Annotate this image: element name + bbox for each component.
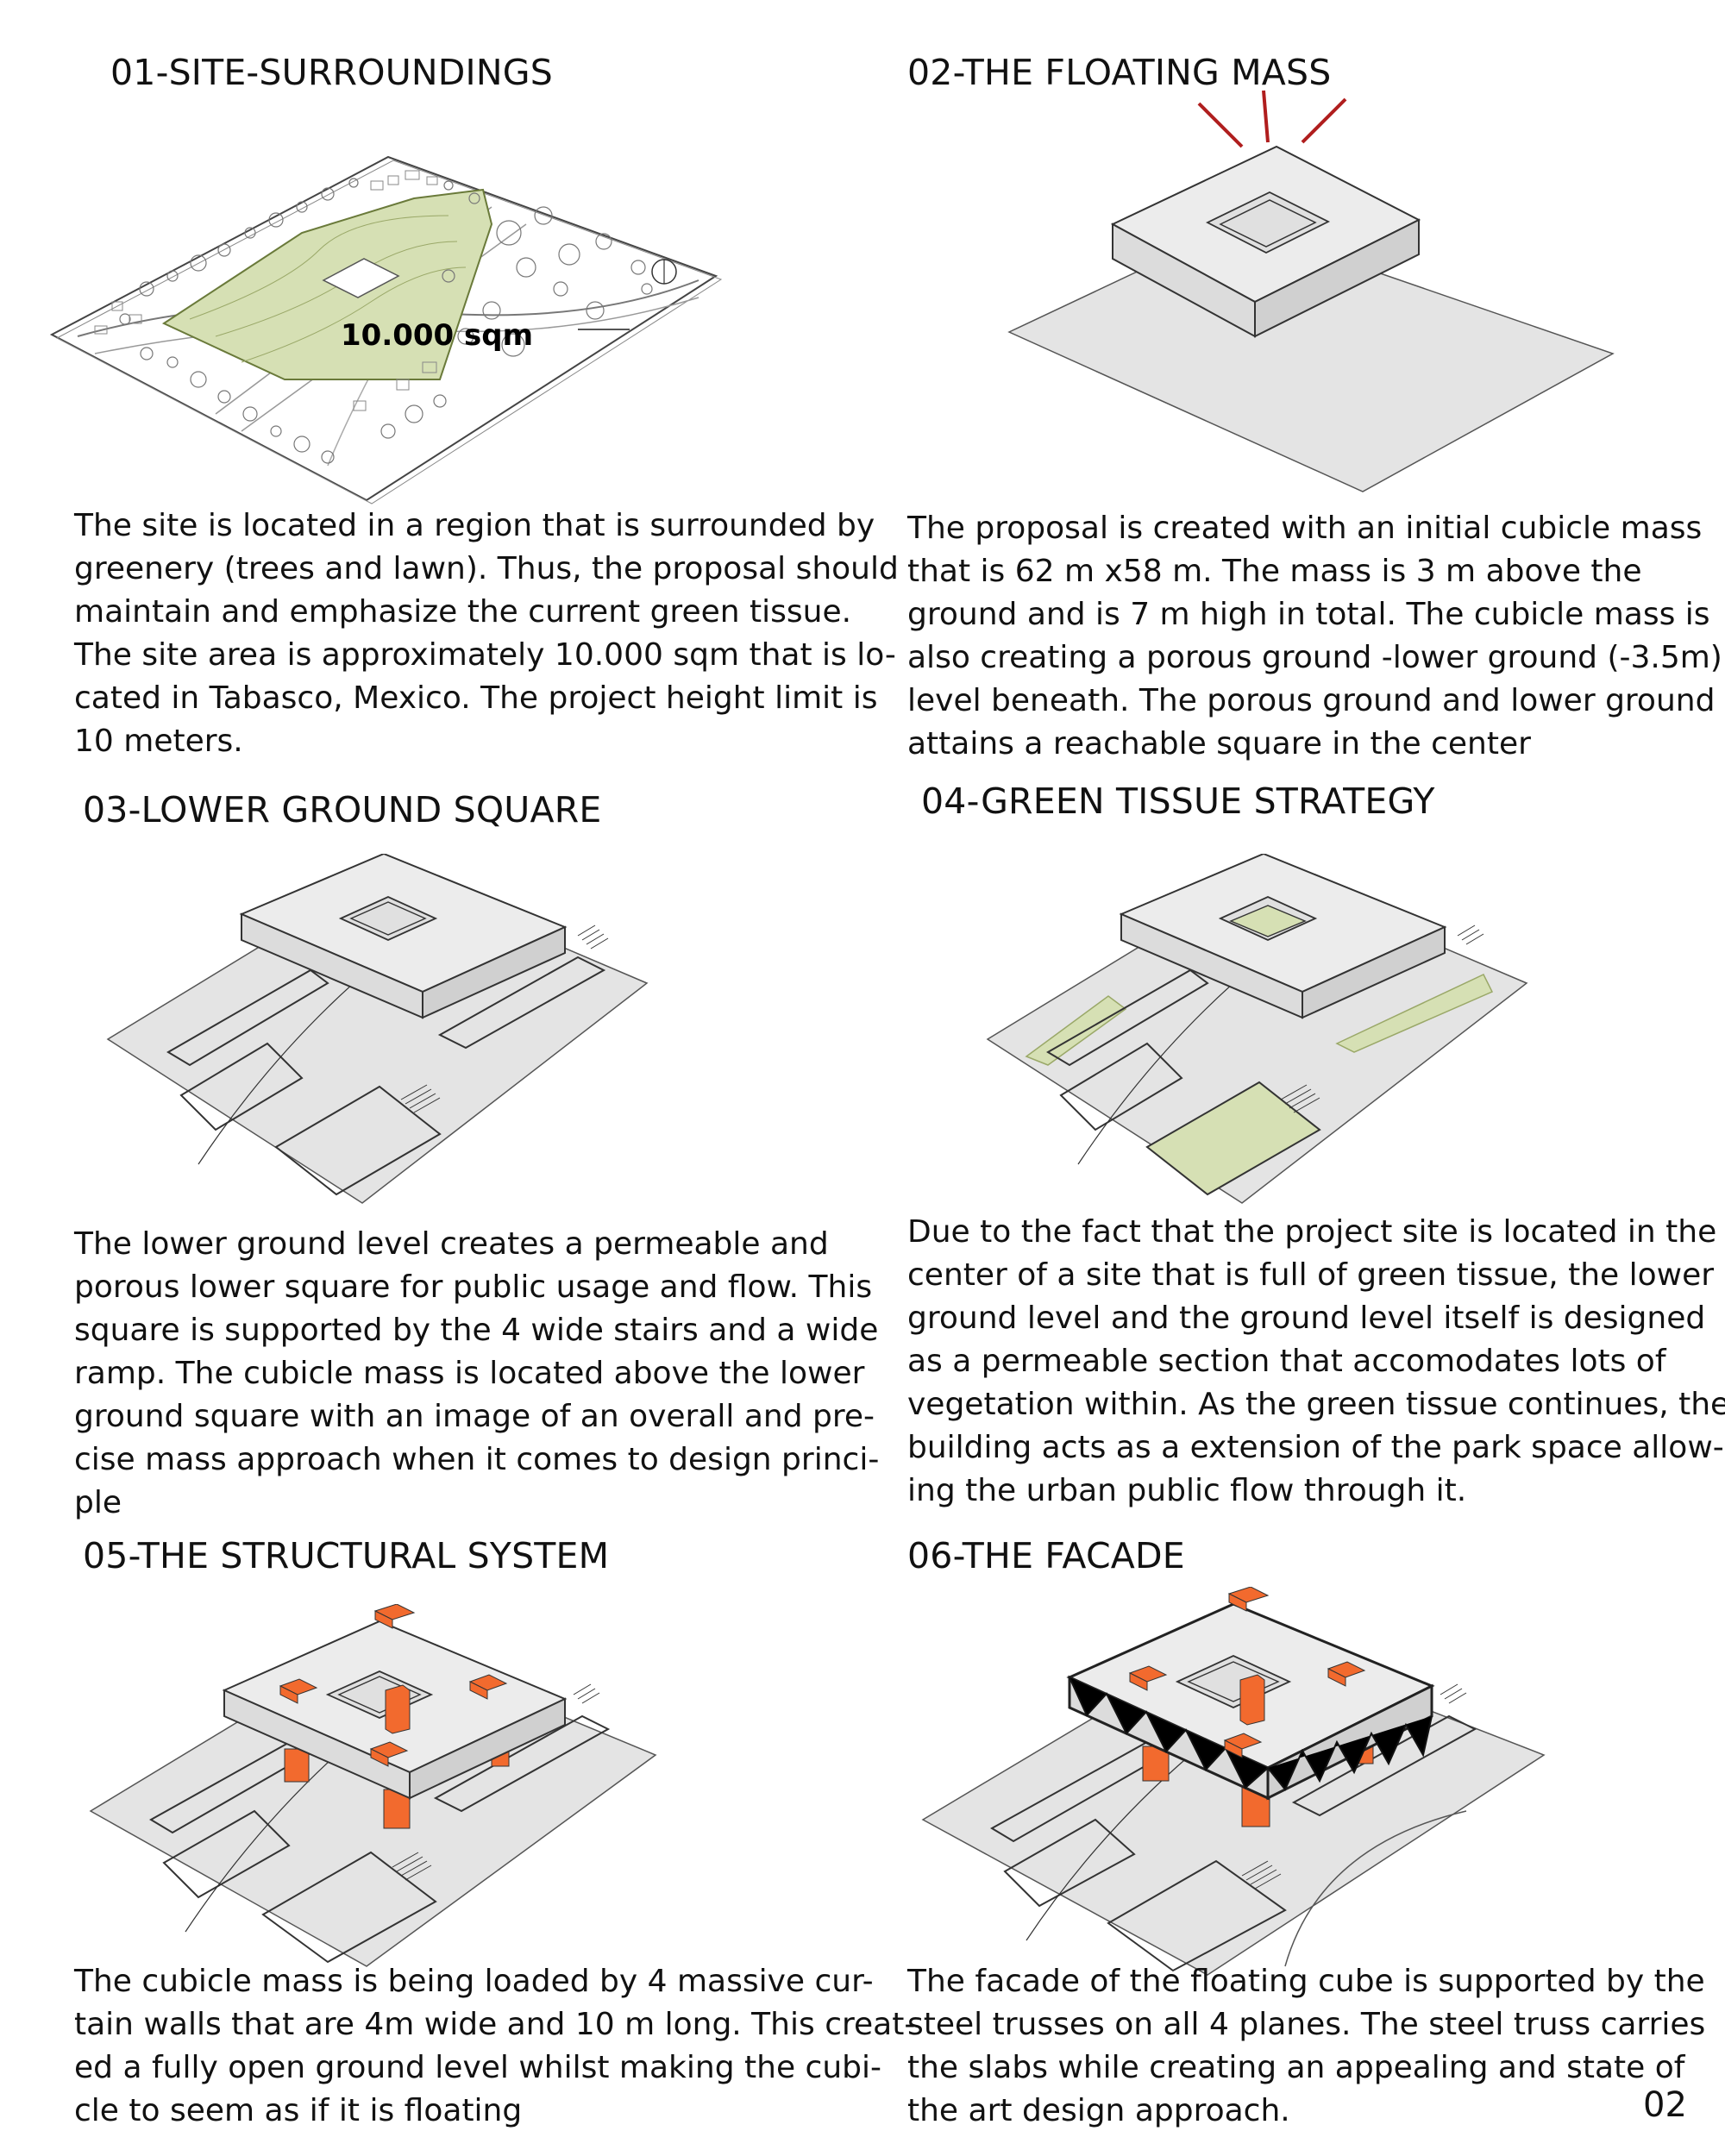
text-line: ground level and the ground level itself… (907, 1300, 1706, 1336)
text-line: the slabs while creating an appealing an… (907, 2050, 1685, 2085)
site-area-label: 10.000 sqm (341, 318, 533, 353)
section-1-text: The site is located in a region that is … (74, 505, 899, 763)
text-line: The lower ground level creates a permeab… (74, 1226, 829, 1262)
section-5-title: 05-THE STRUCTURAL SYSTEM (83, 1535, 610, 1576)
text-line: ed a fully open ground level whilst maki… (74, 2050, 881, 2085)
arrow-middle (1262, 90, 1270, 143)
section-2-text: The proposal is created with an initial … (907, 507, 1722, 766)
text-line: the art design approach. (907, 2093, 1290, 2128)
text-line: 10 meters. (74, 724, 243, 759)
section-1-title: 01-SITE-SURROUNDINGS (110, 52, 553, 93)
text-line: attains a reachable square in the center (907, 726, 1531, 761)
steel-truss (1069, 1677, 1433, 1791)
text-line: vegetation within. As the green tissue c… (907, 1387, 1725, 1422)
text-line: porous lower square for public usage and… (74, 1269, 873, 1305)
text-line: cated in Tabasco, Mexico. The project he… (74, 680, 878, 716)
text-line: as a permeable section that accomodates … (907, 1344, 1666, 1379)
text-line: greenery (trees and lawn). Thus, the pro… (74, 551, 899, 586)
text-line: The facade of the floating cube is suppo… (907, 1964, 1705, 1999)
structural-system-diagram (89, 1604, 657, 1967)
text-line: cle to seem as if it is floating (74, 2093, 523, 2128)
floating-mass-diagram (1007, 90, 1615, 492)
text-line: tain walls that are 4m wide and 10 m lon… (74, 2007, 916, 2042)
arrow-left (1197, 102, 1244, 148)
text-line: square is supported by the 4 wide stairs… (74, 1313, 879, 1348)
text-line: The cubicle mass is being loaded by 4 ma… (74, 1964, 874, 1999)
lawn-area (161, 188, 493, 380)
section-4-text: Due to the fact that the project site is… (907, 1211, 1725, 1513)
text-line: ground and is 7 m high in total. The cub… (907, 597, 1710, 632)
text-line: also creating a porous ground -lower gro… (907, 640, 1722, 675)
text-line: ple (74, 1485, 122, 1520)
facade-diagram (921, 1587, 1546, 1976)
text-line: steel trusses on all 4 planes. The steel… (907, 2007, 1706, 2042)
text-line: center of a site that is full of green t… (907, 1257, 1715, 1293)
arrow-right (1301, 97, 1347, 144)
text-line: ramp. The cubicle mass is located above … (74, 1356, 865, 1391)
section-3-text: The lower ground level creates a permeab… (74, 1223, 885, 1525)
text-line: Due to the fact that the project site is… (907, 1214, 1717, 1250)
text-line: ground square with an image of an overal… (74, 1399, 875, 1434)
site-surroundings-diagram: 10.000 sqm (49, 155, 723, 505)
text-line: cise mass approach when it comes to desi… (74, 1442, 880, 1477)
text-line: building acts as a extension of the park… (907, 1430, 1724, 1465)
section-2-title: 02-THE FLOATING MASS (907, 52, 1332, 93)
lower-ground-square-diagram (106, 854, 649, 1204)
page-number: 02 (1643, 2085, 1687, 2125)
section-3-title: 03-LOWER GROUND SQUARE (83, 789, 602, 830)
green-tissue-diagram (986, 854, 1528, 1204)
text-line: level beneath. The porous ground and low… (907, 683, 1716, 718)
section-4-title: 04-GREEN TISSUE STRATEGY (921, 780, 1435, 822)
section-6-text: The facade of the floating cube is suppo… (907, 1960, 1718, 2133)
section-6-title: 06-THE FACADE (907, 1535, 1185, 1576)
section-5-text: The cubicle mass is being loaded by 4 ma… (74, 1960, 916, 2133)
text-line: The site area is approximately 10.000 sq… (74, 637, 896, 673)
text-line: maintain and emphasize the current green… (74, 594, 852, 630)
text-line: The proposal is created with an initial … (907, 511, 1703, 546)
text-line: The site is located in a region that is … (74, 508, 875, 543)
text-line: that is 62 m x58 m. The mass is 3 m abov… (907, 554, 1642, 589)
text-line: ing the urban public flow through it. (907, 1473, 1467, 1508)
